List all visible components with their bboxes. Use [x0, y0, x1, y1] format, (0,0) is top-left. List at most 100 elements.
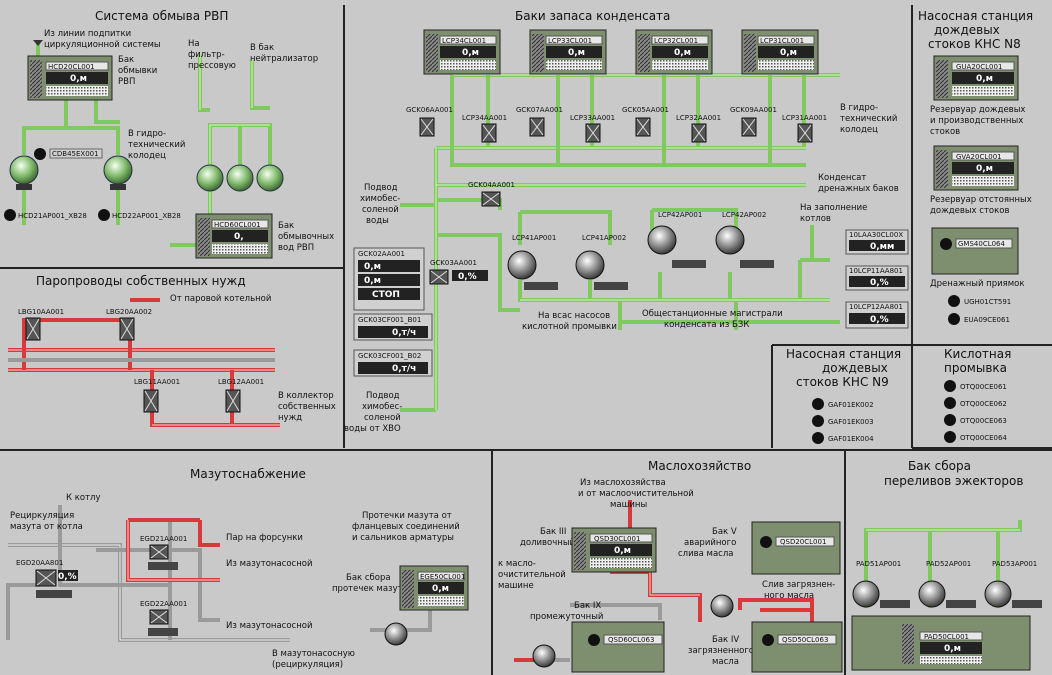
kns8-tank2-label-2: дождевых стоков [930, 206, 1009, 216]
gck02-tag: GCK02AA001 [358, 250, 405, 258]
oil-tank3-value: 0,м [614, 546, 631, 556]
cond-pumps[interactable]: LCP41AP001 LCP41AP002 LCP42AP001 LCP42AP… [507, 211, 774, 290]
svg-text:E: E [950, 315, 955, 324]
oil-pump-dirty[interactable] [710, 594, 734, 618]
cond-tank-lcp34[interactable]: LCP34CL001 0,м [423, 29, 501, 75]
rvp-water-tank-label-2: обмывочных [278, 232, 334, 242]
oil-tank3-tag: QSD30CL001 [594, 535, 640, 543]
ejector-pumps[interactable]: PAD51AP001 PAD52AP001 PAD53AP001 [852, 560, 1042, 608]
fuel-leak-tank[interactable]: EGE50CL001 0,м [399, 565, 469, 611]
rvp-tank1-value: 0,м [70, 74, 87, 84]
oil-tank4[interactable]: L QSD50CL063 [751, 621, 843, 673]
kns9-items[interactable]: K GAF01EK002 K GAF01EK003 K GAF01EK004 [812, 398, 874, 444]
fuel-recirc-2: мазута от котла [10, 522, 83, 532]
panel-title-kns9-3: стоков КНС N9 [796, 375, 889, 389]
cond-valves[interactable]: GCK06AA001 LCP34AA001 GCK07AA001 LCP33AA… [406, 106, 827, 143]
pump-tag: LCP41AP001 [512, 234, 556, 242]
rvp-pumps-right[interactable] [196, 164, 284, 192]
cond-tank-value: 0,м [674, 48, 691, 58]
oil-tank5-2: аварийного [684, 538, 736, 548]
oil-from-oil-3: машины [610, 500, 647, 510]
oil-to-machine-2: очистительной [498, 570, 566, 580]
lev2-value: 0,% [870, 278, 889, 288]
valve-tag: GCK06AA001 [406, 106, 453, 114]
oil-tank9-2: промежуточный [530, 612, 603, 622]
valve-tag: LBG12AA001 [218, 378, 264, 386]
lev1-tag: 10LAA30CL00X [849, 231, 903, 239]
rvp-tank2-value: 0, [234, 232, 244, 242]
kns8-pit[interactable]: L GMS40CL064 [931, 227, 1019, 275]
acid-pumps-2: кислотной промывки [522, 322, 617, 332]
rvp-to-filter-1: На [188, 39, 200, 49]
acid-item: OTQ00CE064 [960, 434, 1007, 442]
cond-tank-lcp32[interactable]: LCP32CL001 0,м [635, 29, 713, 75]
oil-tank3[interactable]: QSD30CL001 0,м [571, 527, 657, 573]
ejector-tank[interactable]: PAD50CL001 0,м [851, 615, 1031, 671]
valve-tag: EGD22AA001 [140, 600, 187, 608]
cond-tank-tag: LCP34CL001 [442, 37, 486, 45]
kns8-tank1[interactable]: GUA20CL001 0,м [933, 55, 1019, 101]
panel-title-kns9-2: дождевых [822, 361, 888, 375]
pump-tag: PAD51AP001 [856, 560, 901, 568]
acid-pumps-1: На всас насосов [538, 311, 610, 321]
rvp-valve-tag: CDB45EX001 [52, 150, 99, 158]
rvp-pump2-tag: HCD22AP001_XB28 [112, 212, 181, 220]
gck02-panel[interactable]: GCK02AA001 0,м 0,м СТОП [353, 247, 425, 311]
lev2-tag: 10LCP11AA801 [849, 267, 903, 275]
oil-tank5[interactable]: L QSD20CL001 [751, 521, 841, 575]
rvp-pump-2[interactable] [103, 155, 133, 190]
arrow-down-icon [33, 40, 43, 46]
svg-text:X: X [36, 150, 42, 159]
rvp-to-filter-3: прессовую [188, 61, 236, 71]
acid-item: OTQ00CE061 [960, 383, 1007, 391]
gck02-val-2: 0,м [364, 276, 381, 286]
fuel-leak-tag: EGE50CL001 [420, 573, 465, 581]
svg-text:L: L [942, 240, 947, 249]
cond-tanks[interactable]: LCP34CL001 0,м LCP33CL001 0,м LCP32CL001… [423, 29, 819, 75]
fuel-leak-pump[interactable] [384, 622, 408, 646]
valve-egd22[interactable]: EGD22AA001 [140, 600, 187, 636]
acid-items[interactable]: E OTQ00CE061 E OTQ00CE062 E OTQ00CE063 E… [944, 380, 1007, 443]
valve-egd20[interactable]: EGD20AA801 0,% [16, 559, 78, 598]
rvp-to-hydro-3: колодец [128, 151, 166, 161]
valve-egd21[interactable]: EGD21AA001 [140, 535, 187, 570]
panel-title-kns8-3: стоков КНС N8 [928, 37, 1021, 51]
rvp-valve-cdb45[interactable]: X CDB45EX001 [34, 148, 103, 160]
cond-tank-lcp31[interactable]: LCP31CL001 0,м [741, 29, 819, 75]
lev3-tag: 10LCP12AA801 [849, 303, 903, 311]
pump-tag: LCP41AP002 [582, 234, 626, 242]
level-3[interactable]: 10LCP12AA801 0,% [845, 301, 909, 329]
rvp-pump-1[interactable] [9, 155, 39, 190]
oil-tank9[interactable]: L QSD60CL063 [571, 621, 665, 673]
cond-fill-2: котлов [800, 214, 831, 224]
steam-valves[interactable]: LBG10AA001 LBG20AA002 LBG11AA001 LBG12AA… [18, 308, 264, 413]
kns8-drain-pit: Дренажный приямок [930, 279, 1025, 289]
chem-water-2: химобес- [360, 194, 400, 204]
rvp-water-tank[interactable]: HCD60CL001 0, [195, 213, 273, 259]
fuel-recirc-1: Рециркуляция [10, 511, 74, 521]
rvp-wash-tank[interactable]: HCD20CL001 0,м [27, 55, 113, 101]
chem-water-4: воды [366, 216, 389, 226]
acid-item: OTQ00CE063 [960, 417, 1007, 425]
level-2[interactable]: 10LCP11AA801 0,% [845, 265, 909, 291]
flow-2[interactable]: GCK03CF001_B02 0,т/ч [353, 349, 433, 377]
valve-tag: EGD21AA001 [140, 535, 187, 543]
cond-tank-tag: LCP32CL001 [654, 37, 698, 45]
cond-tank-lcp33[interactable]: LCP33CL001 0,м [529, 29, 607, 75]
level-1[interactable]: 10LAA30CL00X 0,мм [845, 229, 909, 255]
oil-tank3-2: доливочный [520, 538, 575, 548]
flow-1[interactable]: GCK03CF001_B01 0,т/ч [353, 313, 433, 341]
cond-to-hydro-3: колодец [840, 125, 878, 135]
valve-gck04[interactable]: GCK04AA001 [468, 181, 515, 207]
fuel-from-pump1: Из мазутонасосной [226, 559, 313, 569]
kns8-tank2[interactable]: GVA20CL001 0,м [933, 145, 1019, 191]
oil-to-machine-3: машине [498, 581, 534, 591]
common-mag-2: конденсата из БЗК [664, 320, 749, 330]
rvp-water-tank-label-1: Бак [278, 221, 294, 231]
flow2-value: 0,т/ч [392, 364, 416, 374]
valve-gck03[interactable]: GCK03AA001 0,% [429, 259, 488, 285]
rvp-water-tank-label-3: вод РВП [278, 243, 314, 253]
cond-tank-value: 0,м [568, 48, 585, 58]
oil-pump-transfer[interactable] [532, 644, 556, 668]
kns8-tank1-label-1: Резервуар дождевых [930, 105, 1025, 115]
